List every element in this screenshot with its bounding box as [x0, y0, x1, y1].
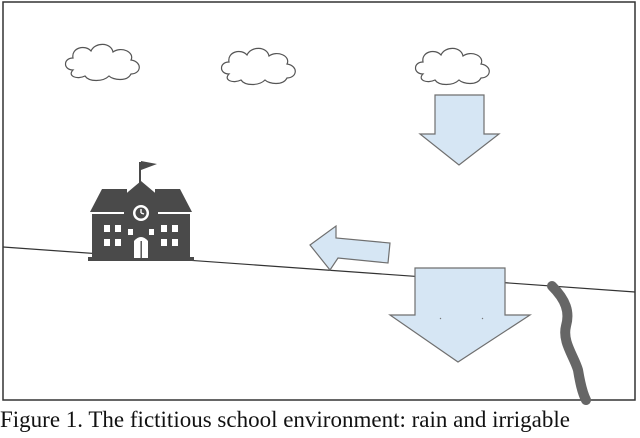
figure-caption: Figure 1. The fictitious school environm… [0, 407, 570, 432]
diagram-canvas [2, 1, 636, 405]
cloud-icon [414, 47, 490, 86]
diagram-frame [2, 1, 636, 401]
infiltration-arrow-down [388, 267, 533, 363]
rain-arrow-down [418, 94, 501, 166]
runoff-arrow-left [309, 224, 391, 272]
arrow-detail [439, 317, 442, 320]
cloud-icon [220, 47, 296, 86]
arrow-detail [481, 317, 484, 320]
school-building-icon [88, 161, 194, 261]
cloud-icon [64, 43, 140, 82]
flag-icon [141, 161, 157, 170]
clock-icon [133, 205, 149, 221]
ground-crack [547, 281, 591, 405]
